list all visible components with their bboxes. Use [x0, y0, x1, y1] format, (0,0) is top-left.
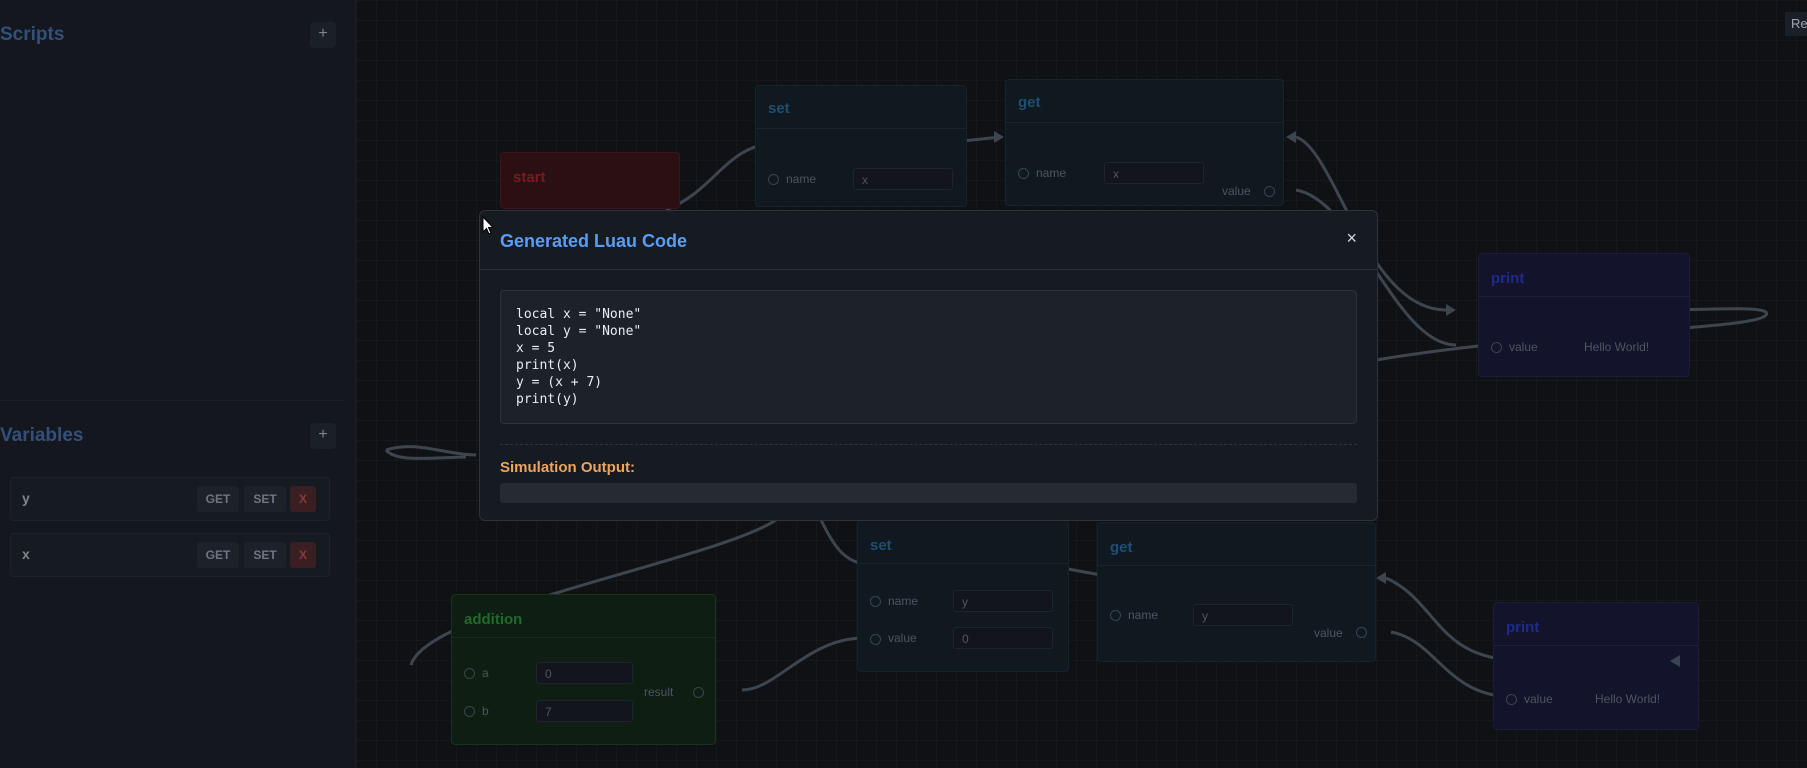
value-label: value — [1314, 626, 1343, 640]
code-block[interactable]: local x = "None" local y = "None" x = 5 … — [500, 290, 1357, 424]
value-input[interactable]: 0 — [953, 627, 1053, 649]
set-x-node[interactable]: set name x — [755, 85, 967, 207]
code-line: print(x) — [516, 358, 579, 373]
name-label: name — [888, 594, 919, 608]
scripts-title: Scripts — [0, 24, 65, 45]
node-title: set — [768, 100, 790, 117]
node-divider — [756, 128, 966, 129]
simulation-output-box — [500, 483, 1357, 503]
value-label: value — [1524, 692, 1553, 706]
top-right-button[interactable]: Re — [1785, 12, 1807, 36]
name-label: name — [786, 172, 817, 186]
a-port[interactable] — [464, 668, 475, 679]
node-divider — [1098, 565, 1375, 566]
node-divider — [1006, 122, 1283, 123]
scripts-panel: Scripts + — [0, 0, 345, 401]
name-input[interactable]: y — [953, 590, 1053, 612]
variable-row-x: x GET SET X — [10, 533, 330, 577]
add-variable-button[interactable]: + — [310, 423, 336, 449]
name-port[interactable] — [1110, 610, 1121, 621]
start-node[interactable]: start — [500, 152, 680, 209]
variable-delete-button[interactable]: X — [290, 542, 316, 568]
variable-get-button[interactable]: GET — [197, 542, 239, 568]
set-y-node[interactable]: set name y value 0 — [857, 520, 1069, 672]
b-label: b — [482, 704, 489, 718]
result-port[interactable] — [693, 687, 704, 698]
value-label: value — [1222, 184, 1251, 198]
code-line: print(y) — [516, 392, 579, 407]
value-label: value — [1509, 340, 1538, 354]
code-line: y = (x + 7) — [516, 375, 603, 390]
node-divider — [858, 563, 1068, 564]
node-title: print — [1506, 619, 1540, 636]
code-line: x = 5 — [516, 341, 556, 356]
node-divider — [452, 637, 715, 638]
name-input[interactable]: x — [853, 168, 953, 190]
result-label: result — [644, 685, 674, 699]
value-text: Hello World! — [1595, 692, 1661, 706]
add-script-button[interactable]: + — [310, 22, 336, 48]
get-x-node[interactable]: get name x value — [1005, 79, 1284, 206]
node-title: print — [1491, 270, 1525, 287]
name-label: name — [1036, 166, 1067, 180]
simulation-output-label: Simulation Output: — [500, 459, 635, 476]
name-port[interactable] — [870, 596, 881, 607]
modal-divider — [480, 269, 1377, 270]
a-label: a — [482, 666, 489, 680]
node-title: set — [870, 537, 892, 554]
name-input[interactable]: x — [1104, 162, 1204, 184]
value-label: value — [888, 631, 917, 645]
variable-set-button[interactable]: SET — [244, 486, 286, 512]
code-line: local x = "None" — [516, 307, 642, 322]
value-port[interactable] — [870, 634, 881, 645]
node-title: start — [513, 169, 546, 186]
node-divider — [1494, 645, 1698, 646]
section-divider — [500, 444, 1357, 445]
value-port[interactable] — [1491, 342, 1502, 353]
value-port[interactable] — [1264, 186, 1275, 197]
sidebar: Scripts + Variables + y GET SET X x GET … — [0, 0, 356, 768]
variables-panel: Variables + y GET SET X x GET SET X — [0, 405, 345, 768]
node-title: get — [1018, 94, 1041, 111]
variable-set-button[interactable]: SET — [244, 542, 286, 568]
name-label: name — [1128, 608, 1159, 622]
print-node-2[interactable]: print value Hello World! — [1493, 602, 1699, 730]
node-divider — [1479, 296, 1689, 297]
variable-name: y — [22, 490, 30, 506]
get-y-node[interactable]: get name y value — [1097, 522, 1376, 662]
generated-code-modal: Generated Luau Code × local x = "None" l… — [479, 210, 1378, 521]
variable-delete-button[interactable]: X — [290, 486, 316, 512]
name-port[interactable] — [768, 174, 779, 185]
name-port[interactable] — [1018, 168, 1029, 179]
b-input[interactable]: 7 — [536, 700, 633, 722]
flow-output-arrow[interactable] — [1670, 655, 1680, 667]
addition-node[interactable]: addition a 0 b 7 result — [451, 594, 716, 745]
variable-row-y: y GET SET X — [10, 477, 330, 521]
code-line: local y = "None" — [516, 324, 642, 339]
variable-get-button[interactable]: GET — [197, 486, 239, 512]
name-input[interactable]: y — [1193, 604, 1293, 626]
variable-name: x — [22, 546, 30, 562]
value-port[interactable] — [1356, 627, 1367, 638]
node-title: get — [1110, 539, 1133, 556]
node-title: addition — [464, 611, 523, 628]
modal-title: Generated Luau Code — [500, 231, 688, 251]
a-input[interactable]: 0 — [536, 662, 633, 684]
variables-title: Variables — [0, 425, 84, 446]
mouse-cursor-icon — [482, 216, 494, 235]
value-text: Hello World! — [1584, 340, 1650, 354]
b-port[interactable] — [464, 706, 475, 717]
close-icon[interactable]: × — [1346, 228, 1357, 248]
print-node-1[interactable]: print value Hello World! — [1478, 253, 1690, 377]
value-port[interactable] — [1506, 694, 1517, 705]
